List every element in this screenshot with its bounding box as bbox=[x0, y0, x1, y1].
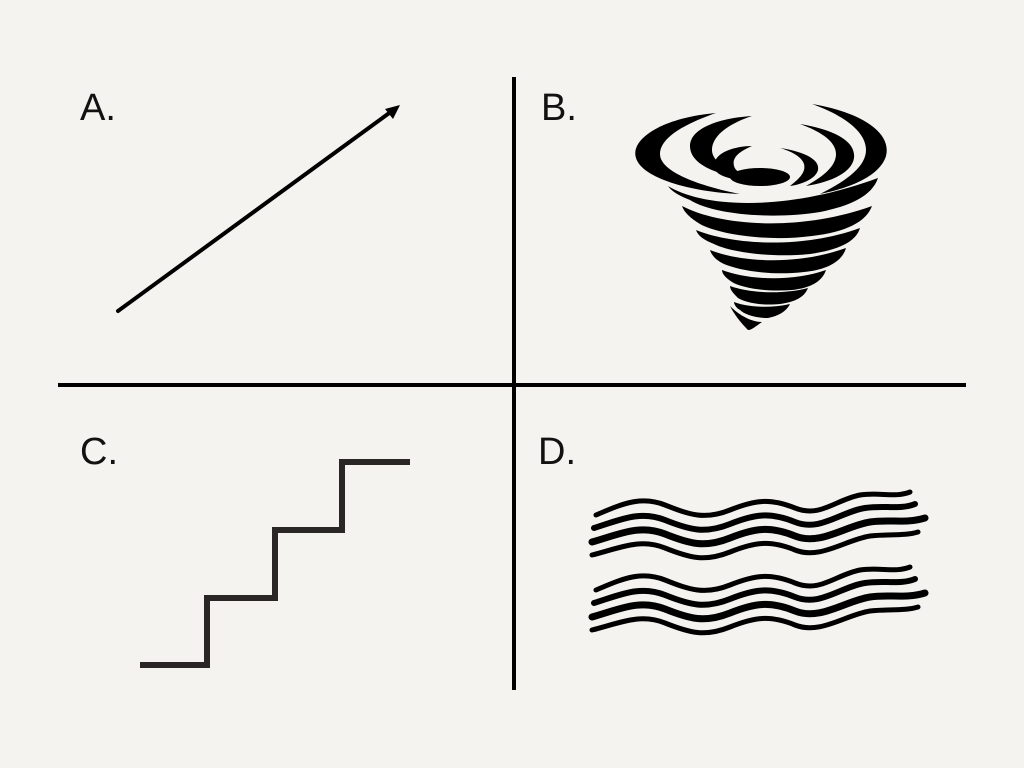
quadrant-label-c: C. bbox=[80, 431, 118, 473]
quadrant-label-a: A. bbox=[80, 87, 116, 129]
arrow-icon bbox=[116, 105, 400, 313]
staircase-icon bbox=[140, 459, 410, 668]
tornado-icon bbox=[635, 104, 887, 330]
quadrant-label-b: B. bbox=[541, 87, 577, 129]
waves-icon bbox=[588, 489, 929, 636]
quadrant-label-d: D. bbox=[538, 431, 576, 473]
